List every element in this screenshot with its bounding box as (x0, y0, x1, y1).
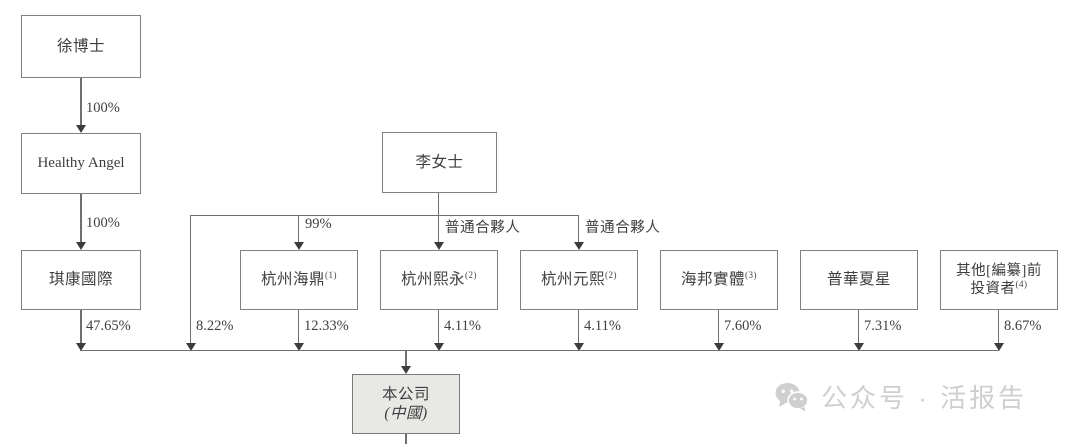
node-hangzhou-yuanxi-label: 杭州元熙(2) (540, 270, 617, 289)
aggregation-bus-bottom (80, 350, 999, 352)
edge-other-pct-arrow (993, 343, 1004, 351)
edge-li-to-xiyong-line (438, 215, 440, 242)
node-dr-xu[interactable]: 徐博士 (21, 15, 141, 78)
edge-li-direct-label: 8.22% (196, 318, 234, 334)
footnote-ref: (1) (325, 270, 337, 281)
edge-xu-to-healthy-label: 100% (86, 100, 120, 116)
edge-yuanxi-pct-label: 4.11% (584, 318, 621, 334)
edge-haibang-pct-arrow (713, 343, 724, 351)
edge-li-to-yuanxi-arrow (573, 242, 584, 250)
edge-healthy-to-qikang-line (80, 194, 82, 242)
footnote-ref: (2) (465, 270, 477, 281)
wechat-icon (775, 382, 809, 411)
edge-bus-to-company-arrow (401, 366, 411, 374)
edge-haiding-pct-arrow (293, 343, 304, 351)
edge-li-stem (438, 193, 440, 216)
edge-li-to-xiyong-label: 普通合夥人 (445, 220, 521, 236)
edge-other-pct-label: 8.67% (1004, 318, 1042, 334)
node-company-line2: (中國) (384, 405, 428, 422)
edge-bus-to-company-line (405, 350, 407, 366)
edge-puhua-pct-arrow (853, 343, 864, 351)
node-dr-xu-label: 徐博士 (56, 37, 105, 55)
node-qikang-label: 琪康國際 (48, 271, 113, 289)
edge-li-to-yuanxi-label: 普通合夥人 (585, 220, 661, 236)
node-hangzhou-xiyong-label: 杭州熙永(2) (400, 270, 477, 289)
edge-haibang-pct-line (718, 310, 720, 343)
node-puhua-xiaxing-label: 普華夏星 (826, 271, 891, 289)
node-hangzhou-yuanxi[interactable]: 杭州元熙(2) (520, 250, 638, 310)
edge-xiyong-pct-label: 4.11% (444, 318, 481, 334)
node-hangzhou-haiding-label: 杭州海鼎(1) (260, 270, 337, 289)
edge-li-to-yuanxi-line (578, 215, 580, 242)
edge-xiyong-pct-arrow (433, 343, 444, 351)
edge-haiding-pct-label: 12.33% (304, 318, 349, 334)
edge-li-to-haiding-arrow (293, 242, 304, 250)
node-haibang-label: 海邦實體(3) (680, 270, 757, 289)
edge-xiyong-pct-line (438, 310, 440, 343)
node-healthy-angel[interactable]: Healthy Angel (21, 133, 141, 194)
edge-li-to-xiyong-arrow (433, 242, 444, 250)
edge-li-to-haiding-label: 99% (305, 216, 332, 232)
edge-haiding-pct-line (298, 310, 300, 343)
edge-other-pct-line (998, 310, 1000, 343)
edge-puhua-pct-line (858, 310, 860, 343)
edge-healthy-to-qikang-label: 100% (86, 215, 120, 231)
node-hangzhou-haiding[interactable]: 杭州海鼎(1) (240, 250, 358, 310)
edge-healthy-to-qikang-arrow (76, 242, 86, 250)
edge-puhua-pct-label: 7.31% (864, 318, 902, 334)
node-puhua-xiaxing[interactable]: 普華夏星 (800, 250, 918, 310)
edge-li-direct-arrow (185, 343, 196, 351)
node-qikang[interactable]: 琪康國際 (21, 250, 141, 310)
edge-company-downstream-line (405, 434, 407, 444)
footnote-ref: (2) (605, 270, 617, 281)
edge-li-to-haiding-line (298, 215, 300, 242)
watermark-text: 公众号 · 活报告 (821, 383, 1028, 413)
node-haibang[interactable]: 海邦實體(3) (660, 250, 778, 310)
node-other-investors-line1: 其他[編纂]前 (956, 262, 1042, 279)
edge-xu-to-healthy-arrow (76, 125, 86, 133)
edge-xu-to-healthy-line (80, 78, 82, 125)
node-other-investors-line2: 投資者(4) (970, 279, 1028, 297)
edge-li-direct-line (190, 215, 192, 343)
edge-qikang-pct-label: 47.65% (86, 318, 131, 334)
node-company-line1: 本公司 (381, 385, 430, 403)
node-other-investors[interactable]: 其他[編纂]前 投資者(4) (940, 250, 1058, 310)
node-ms-li-label: 李女士 (415, 153, 464, 171)
edge-yuanxi-pct-arrow (573, 343, 584, 351)
footnote-ref: (3) (745, 270, 757, 281)
node-healthy-angel-label: Healthy Angel (37, 155, 125, 172)
edge-haibang-pct-label: 7.60% (724, 318, 762, 334)
footnote-ref: (4) (1015, 279, 1028, 290)
edge-yuanxi-pct-line (578, 310, 580, 343)
distribution-bus-top (190, 215, 579, 217)
node-company[interactable]: 本公司 (中國) (352, 374, 460, 434)
watermark: 公众号 · 活报告 (775, 378, 1027, 415)
node-hangzhou-xiyong[interactable]: 杭州熙永(2) (380, 250, 498, 310)
edge-qikang-pct-arrow (76, 343, 86, 351)
edge-qikang-pct-line (80, 310, 82, 343)
node-ms-li[interactable]: 李女士 (382, 132, 497, 193)
